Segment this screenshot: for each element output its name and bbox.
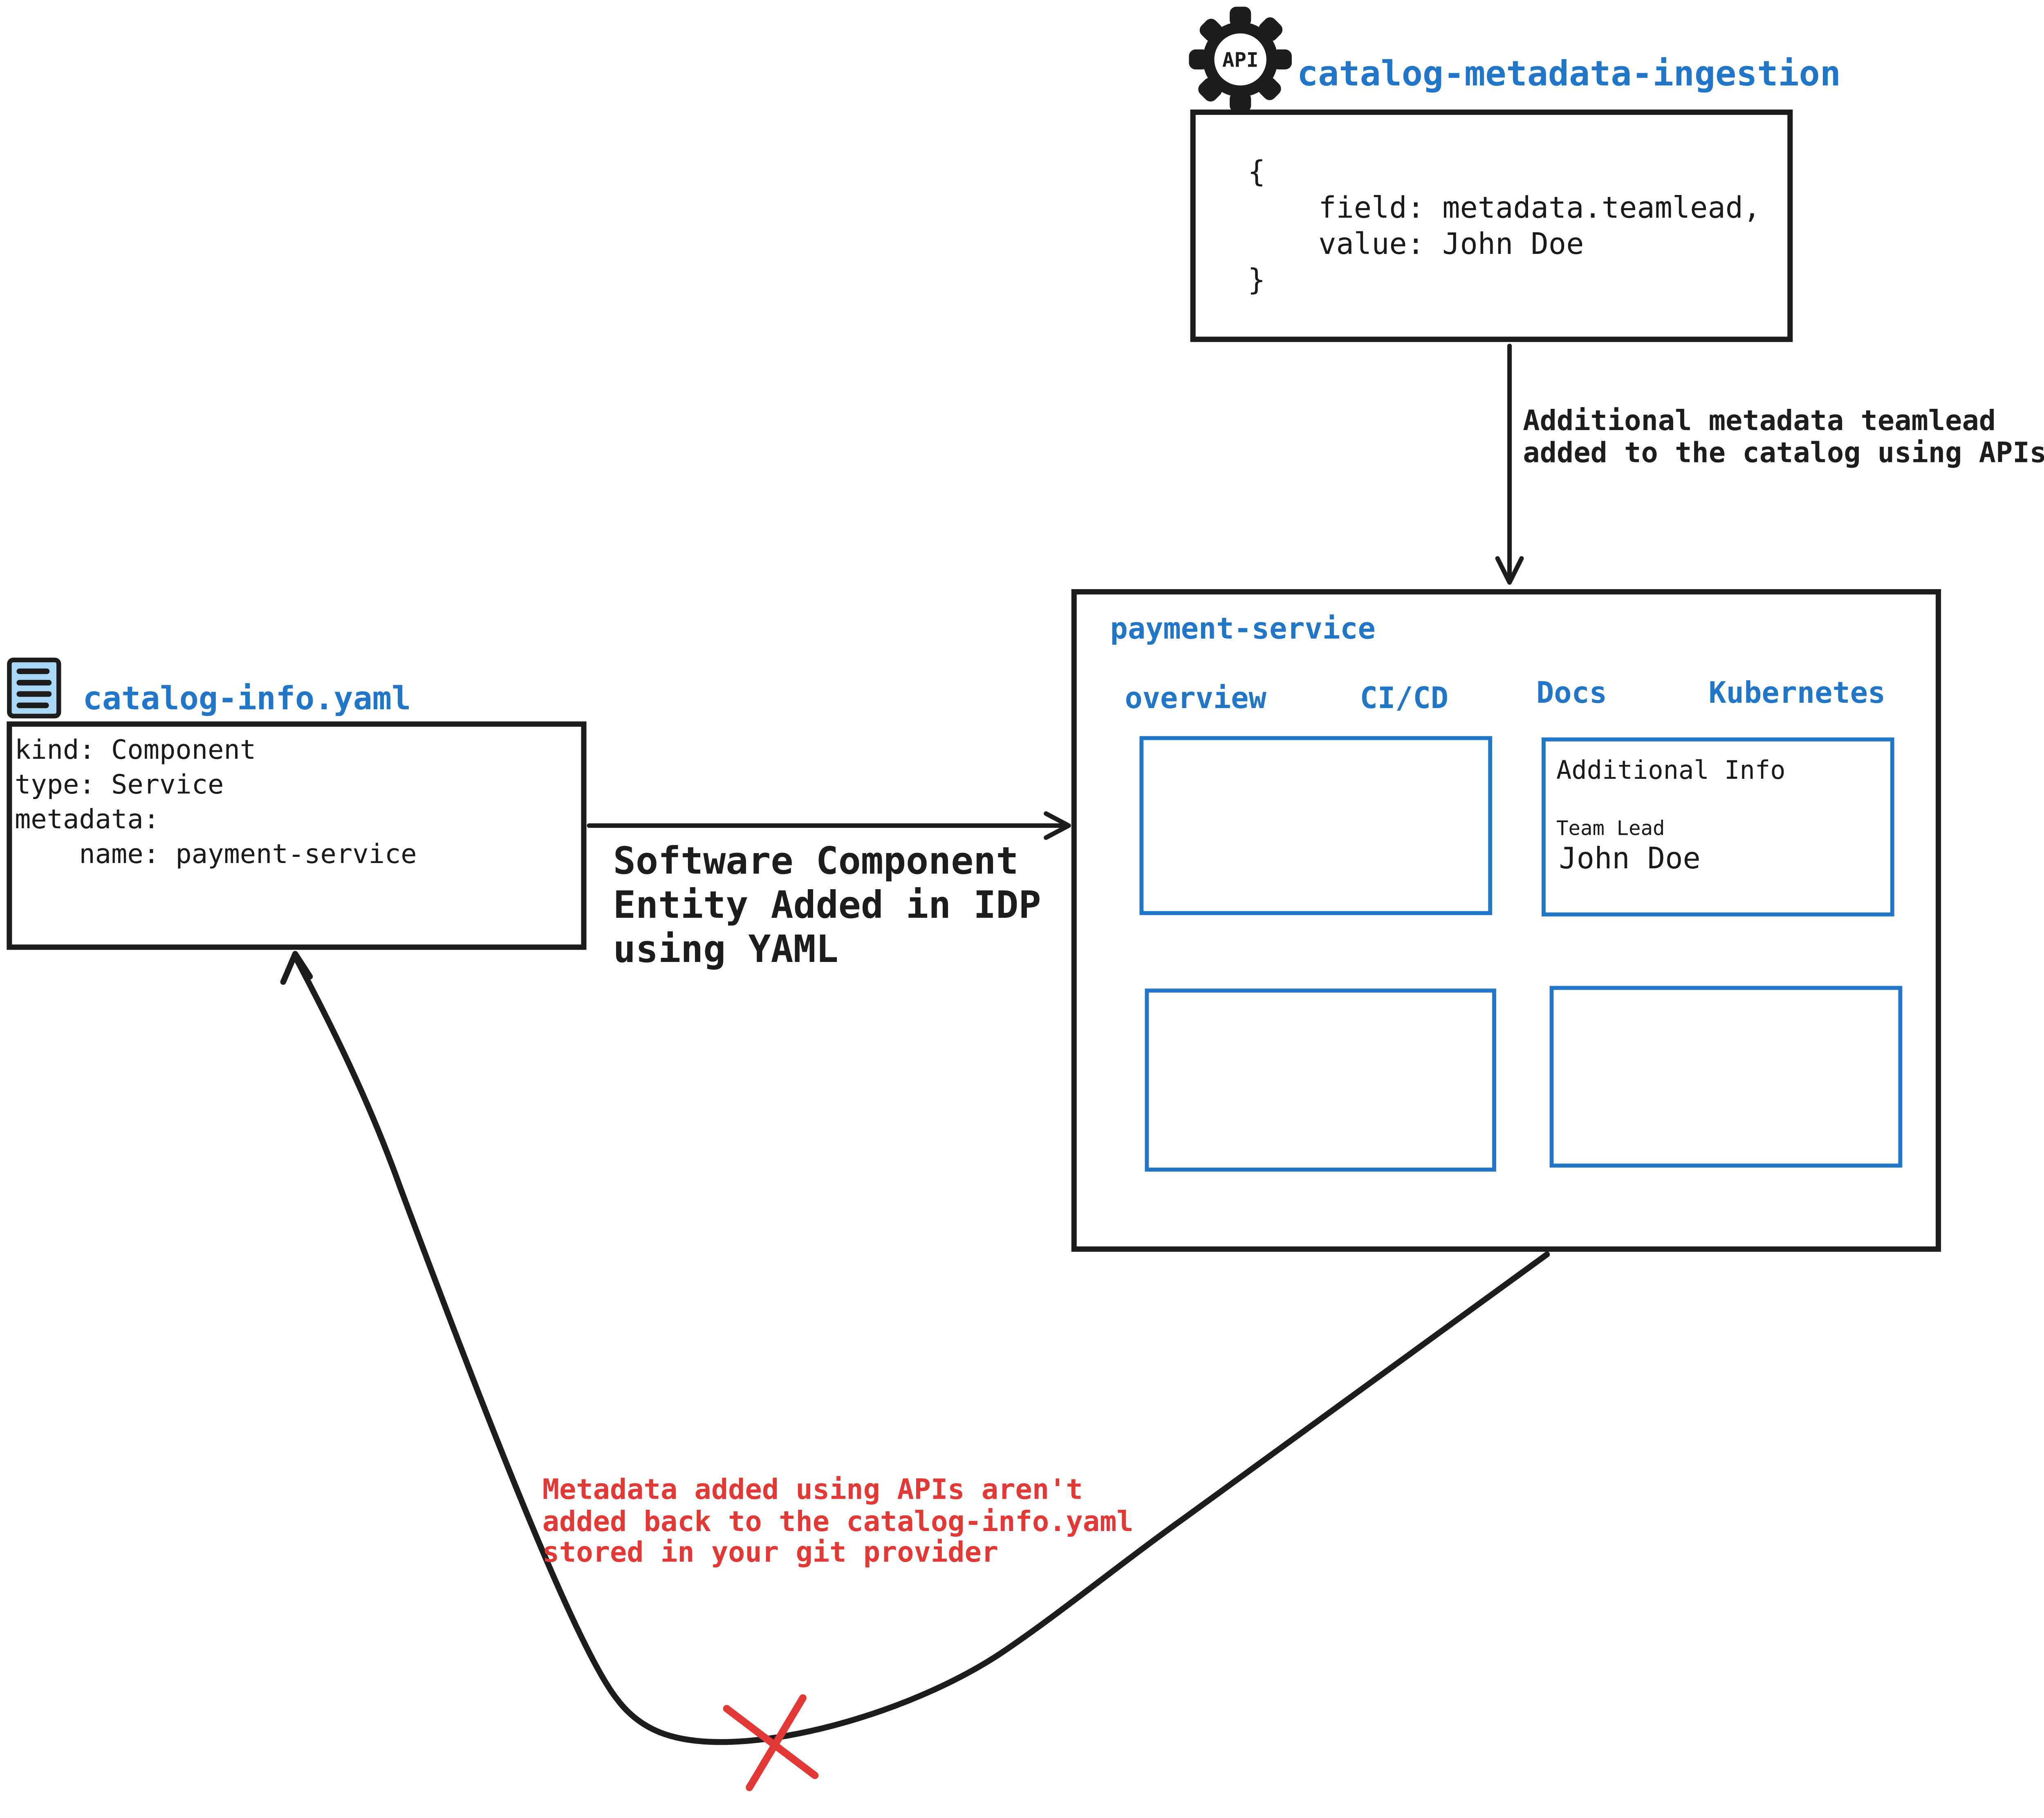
bottom-right-panel [1549, 986, 1903, 1168]
team-lead-value: John Doe [1559, 843, 1701, 876]
portal-to-yaml-curve [280, 951, 1550, 1745]
yaml-arrow-note: Software Component Entity Added in IDP u… [613, 839, 1041, 971]
yaml-content: kind: Component type: Service metadata: … [14, 733, 417, 870]
tab-overview[interactable]: overview [1125, 682, 1266, 716]
api-arrow-note: Additional metadata teamlead added to th… [1523, 405, 2044, 469]
team-lead-label: Team Lead [1556, 816, 1665, 841]
yaml-to-portal-arrow [587, 811, 1071, 840]
yaml-content-box: kind: Component type: Service metadata: … [7, 721, 587, 950]
api-code-box: { field: metadata.teamlead, value: John … [1190, 109, 1793, 342]
not-synced-x-icon [723, 1694, 819, 1791]
docs-panel-heading: Additional Info [1556, 756, 1786, 786]
overview-panel [1139, 736, 1493, 915]
yaml-file-icon [7, 657, 61, 719]
sync-warning-note: Metadata added using APIs aren't added b… [542, 1473, 1134, 1569]
tab-kubernetes[interactable]: Kubernetes [1708, 677, 1886, 711]
api-to-portal-arrow [1495, 343, 1524, 585]
api-gear-label: API [1222, 48, 1259, 72]
api-service-title: catalog-metadata-ingestion [1297, 54, 1841, 95]
tab-docs[interactable]: Docs [1536, 677, 1607, 711]
portal-title: payment-service [1110, 613, 1376, 647]
yaml-filename: catalog-info.yaml [83, 680, 411, 717]
docs-panel: Additional Info Team Lead John Doe [1542, 737, 1894, 917]
api-gear-icon: API [1189, 7, 1292, 112]
api-code: { field: metadata.teamlead, value: John … [1248, 156, 1761, 298]
tab-cicd[interactable]: CI/CD [1360, 682, 1449, 716]
bottom-left-panel [1145, 989, 1496, 1172]
